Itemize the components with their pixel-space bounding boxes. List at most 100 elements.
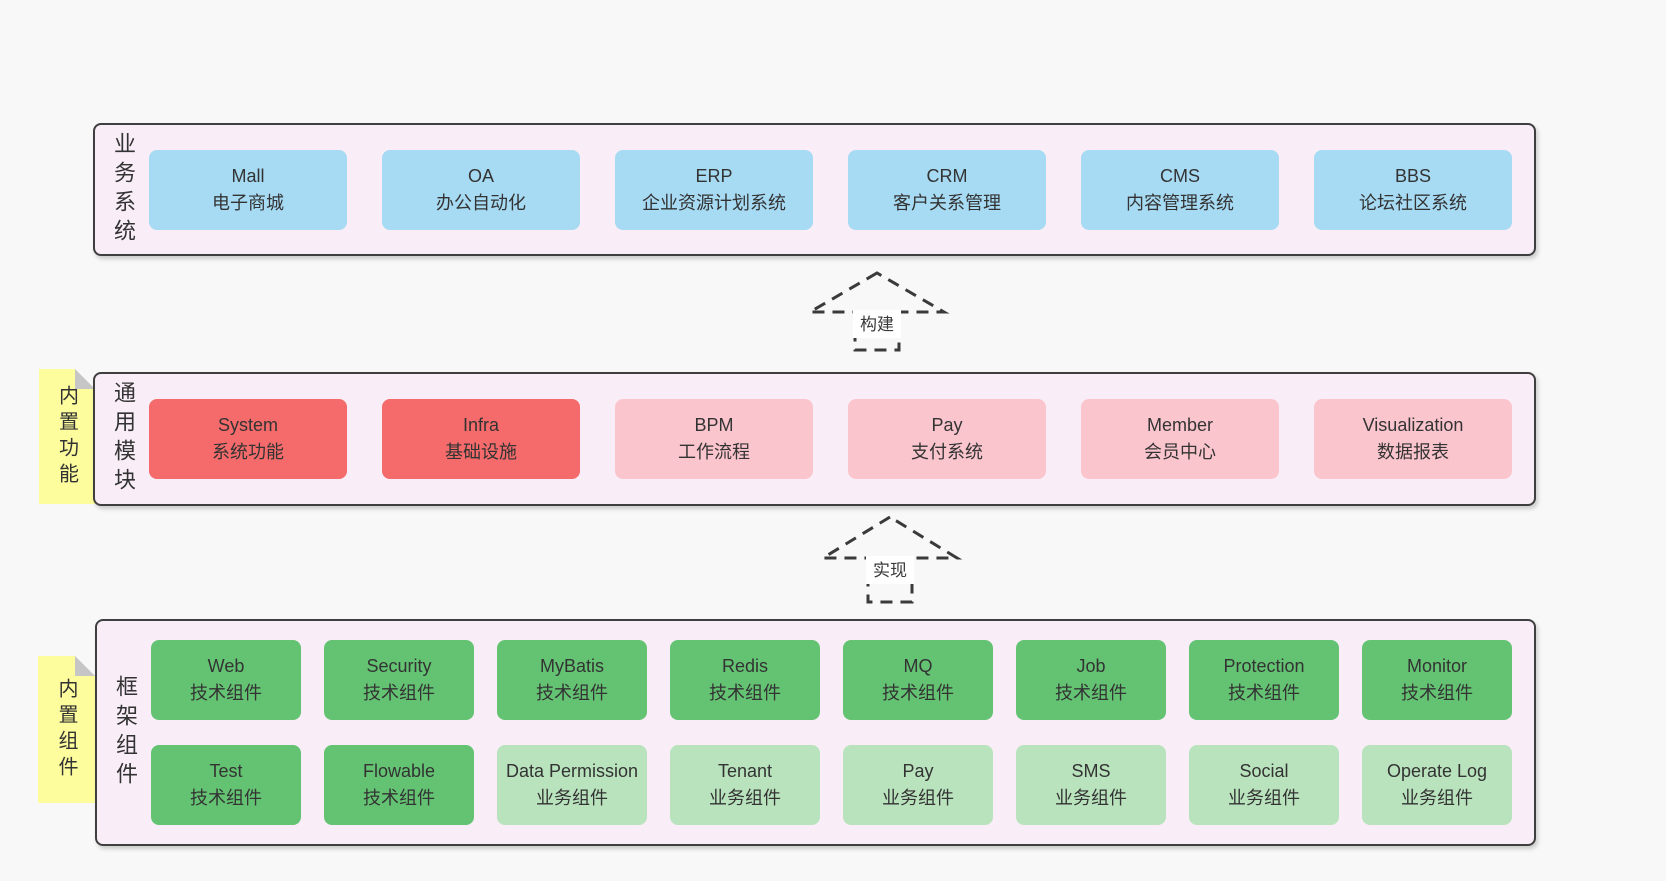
- module-box: Member 会员中心: [1081, 399, 1279, 479]
- implement-arrow-icon: 实现: [817, 515, 963, 604]
- component-name: Operate Log: [1386, 761, 1488, 781]
- component-name: Web: [207, 656, 245, 676]
- component-box: Tenant 业务组件: [670, 745, 820, 825]
- layer-common-modules-label: 通用模块: [111, 381, 136, 497]
- component-box: Redis 技术组件: [670, 640, 820, 720]
- component-desc: 技术组件: [190, 683, 262, 703]
- builtin-components-tag: 内置组件: [38, 656, 95, 803]
- component-box: Social 业务组件: [1189, 745, 1339, 825]
- module-box: Mall 电子商城: [149, 149, 347, 230]
- module-name: BBS: [1394, 165, 1432, 186]
- module-box: OA 办公自动化: [382, 149, 580, 230]
- builtin-features-tag: 内置功能: [39, 369, 95, 504]
- implement-arrow-label: 实现: [873, 561, 907, 580]
- module-box: Visualization 数据报表: [1314, 399, 1512, 479]
- module-name: BPM: [694, 415, 734, 435]
- component-name: Job: [1076, 656, 1106, 676]
- common-modules-boxes: System 系统功能 Infra 基础设施 BPM 工作流程 Pay 支付系统…: [149, 374, 1512, 504]
- module-name: Infra: [462, 415, 500, 435]
- module-desc: 办公自动化: [436, 192, 526, 213]
- framework-components-row-2: Test 技术组件 Flowable 技术组件 Data Permission …: [151, 745, 1512, 825]
- module-box: BPM 工作流程: [615, 399, 813, 479]
- component-name: Monitor: [1406, 656, 1468, 676]
- component-desc: 技术组件: [1401, 683, 1473, 703]
- component-name: SMS: [1071, 761, 1111, 781]
- component-desc: 业务组件: [1228, 788, 1300, 808]
- component-desc: 技术组件: [536, 683, 608, 703]
- module-desc: 客户关系管理: [893, 192, 1001, 213]
- component-name: Protection: [1223, 656, 1305, 676]
- component-box: Monitor 技术组件: [1362, 640, 1512, 720]
- arrow-label-bg: [866, 556, 914, 584]
- component-desc: 技术组件: [1228, 683, 1300, 703]
- build-arrow-icon: 构建: [804, 271, 950, 352]
- layer-common-modules: 通用模块 System 系统功能 Infra 基础设施 BPM 工作流程 Pay…: [93, 372, 1536, 506]
- module-desc: 工作流程: [678, 442, 750, 462]
- build-arrow-label: 构建: [860, 315, 894, 334]
- component-box: Test 技术组件: [151, 745, 301, 825]
- module-box: ERP 企业资源计划系统: [615, 149, 813, 230]
- layer-framework-components-label: 框架组件: [113, 674, 138, 791]
- component-desc: 技术组件: [190, 788, 262, 808]
- component-box: Protection 技术组件: [1189, 640, 1339, 720]
- component-box: MyBatis 技术组件: [497, 640, 647, 720]
- component-name: Security: [366, 656, 432, 676]
- module-name: Visualization: [1362, 415, 1464, 435]
- component-box: SMS 业务组件: [1016, 745, 1166, 825]
- module-desc: 内容管理系统: [1126, 192, 1234, 213]
- module-desc: 电子商城: [212, 192, 284, 213]
- framework-components-row-1: Web 技术组件 Security 技术组件 MyBatis 技术组件 Redi…: [151, 640, 1512, 720]
- module-box: Pay 支付系统: [848, 399, 1046, 479]
- component-desc: 技术组件: [882, 683, 954, 703]
- module-desc: 系统功能: [212, 442, 284, 462]
- component-name: MyBatis: [539, 656, 604, 676]
- component-name: Tenant: [717, 761, 773, 781]
- layer-business-systems: 业务系统 Mall 电子商城 OA 办公自动化 ERP 企业资源计划系统 CRM…: [93, 123, 1536, 256]
- module-name: ERP: [695, 165, 733, 186]
- module-box: CRM 客户关系管理: [848, 149, 1046, 230]
- component-desc: 业务组件: [536, 788, 608, 808]
- module-box: System 系统功能: [149, 399, 347, 479]
- module-desc: 支付系统: [911, 442, 983, 462]
- module-box: Infra 基础设施: [382, 399, 580, 479]
- module-name: OA: [467, 165, 494, 186]
- component-desc: 技术组件: [1055, 683, 1127, 703]
- component-box: Flowable 技术组件: [324, 745, 474, 825]
- component-box: Web 技术组件: [151, 640, 301, 720]
- component-name: MQ: [903, 656, 933, 676]
- layer-business-systems-label: 业务系统: [111, 131, 136, 248]
- module-name: Mall: [231, 165, 265, 186]
- module-desc: 会员中心: [1144, 442, 1216, 462]
- component-name: Social: [1239, 761, 1289, 781]
- component-desc: 技术组件: [363, 788, 435, 808]
- module-name: CMS: [1160, 165, 1200, 186]
- module-desc: 数据报表: [1377, 442, 1449, 462]
- module-name: Pay: [931, 415, 963, 435]
- component-box: Operate Log 业务组件: [1362, 745, 1512, 825]
- component-name: Flowable: [362, 761, 436, 781]
- component-name: Data Permission: [505, 761, 639, 781]
- component-name: Pay: [902, 761, 934, 781]
- component-desc: 业务组件: [1401, 788, 1473, 808]
- component-name: Test: [209, 761, 243, 781]
- component-box: Data Permission 业务组件: [497, 745, 647, 825]
- component-box: Security 技术组件: [324, 640, 474, 720]
- module-desc: 基础设施: [445, 442, 517, 462]
- arrow-label-bg: [853, 310, 901, 338]
- module-desc: 企业资源计划系统: [642, 192, 786, 213]
- module-name: System: [217, 415, 278, 435]
- layer-framework-components: 框架组件 Web 技术组件 Security 技术组件 MyBatis 技术组件…: [95, 619, 1536, 846]
- component-desc: 技术组件: [709, 683, 781, 703]
- component-box: Pay 业务组件: [843, 745, 993, 825]
- module-box: CMS 内容管理系统: [1081, 149, 1279, 230]
- component-desc: 业务组件: [882, 788, 954, 808]
- component-desc: 技术组件: [363, 683, 435, 703]
- component-desc: 业务组件: [709, 788, 781, 808]
- business-systems-boxes: Mall 电子商城 OA 办公自动化 ERP 企业资源计划系统 CRM 客户关系…: [149, 125, 1512, 254]
- module-box: BBS 论坛社区系统: [1314, 149, 1512, 230]
- component-box: MQ 技术组件: [843, 640, 993, 720]
- module-name: CRM: [926, 165, 968, 186]
- module-name: Member: [1146, 415, 1213, 435]
- component-box: Job 技术组件: [1016, 640, 1166, 720]
